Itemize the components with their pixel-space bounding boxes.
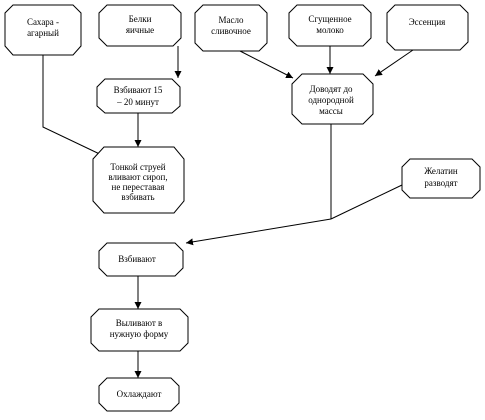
node-sugar-agar-line-1: Сахара - <box>27 17 59 27</box>
node-cool-line-1: Охлаждают <box>117 389 162 399</box>
node-bring-uniform: Доводят до однородной массы <box>291 73 374 125</box>
node-essence-line-1: Эссенция <box>409 17 446 27</box>
node-egg-whites: Белки яичные <box>98 4 182 47</box>
node-condensed-milk-line-1: Сгущенное <box>308 14 351 24</box>
node-beat-15-20-line-1: Взбивают 15 <box>114 85 163 95</box>
edge-join-to-beat <box>185 218 332 246</box>
edge-sugar-to-pour <box>42 55 109 159</box>
node-bring-uniform-line-1: Доводят до <box>309 84 353 94</box>
node-beat-15-20-line-2: – 20 минут <box>116 97 159 107</box>
node-pour-syrup-line-4: взбивать <box>121 192 154 202</box>
node-beat-15-20: Взбивают 15 – 20 минут <box>96 78 181 114</box>
node-condensed-milk-line-2: молоко <box>316 25 344 35</box>
node-bring-uniform-line-2: однородной <box>308 95 354 105</box>
node-egg-whites-line-2: яичные <box>126 25 154 35</box>
edges <box>42 46 414 378</box>
node-beat: Взбивают <box>98 242 184 277</box>
node-gelatin: Желатин разводят <box>401 158 481 199</box>
node-pour-syrup-line-1: Тонкой струей <box>110 162 165 172</box>
node-gelatin-line-1: Желатин <box>424 166 458 176</box>
node-butter-line-1: Масло <box>219 15 244 25</box>
node-pour-mold: Выливают в нужную форму <box>90 308 189 352</box>
node-bring-uniform-line-3: массы <box>319 106 343 116</box>
node-pour-mold-line-1: Выливают в <box>116 318 163 328</box>
node-pour-syrup-line-2: вливают сироп, <box>108 172 167 182</box>
node-egg-whites-line-1: Белки <box>129 14 152 24</box>
node-cool: Охлаждают <box>98 377 180 412</box>
node-pour-mold-line-2: нужную форму <box>110 329 169 339</box>
edge-gelatin-to-join <box>330 184 403 220</box>
node-beat-line-1: Взбивают <box>118 254 156 264</box>
node-sugar-agar-line-2: агарный <box>27 28 59 38</box>
node-sugar-agar: Сахара - агарный <box>4 4 82 56</box>
node-butter-line-2: сливочное <box>211 26 251 36</box>
node-essence: Эссенция <box>386 4 469 51</box>
node-condensed-milk: Сгущенное молоко <box>288 4 372 47</box>
node-butter: Масло сливочное <box>194 4 268 52</box>
node-pour-syrup: Тонкой струей вливают сироп, не перестав… <box>92 146 185 214</box>
edge-essence-to-uniform <box>374 49 414 77</box>
edge-butter-to-uniform <box>239 50 294 79</box>
node-pour-syrup-line-3: не переставая <box>112 182 165 192</box>
node-gelatin-line-2: разводят <box>424 178 457 188</box>
